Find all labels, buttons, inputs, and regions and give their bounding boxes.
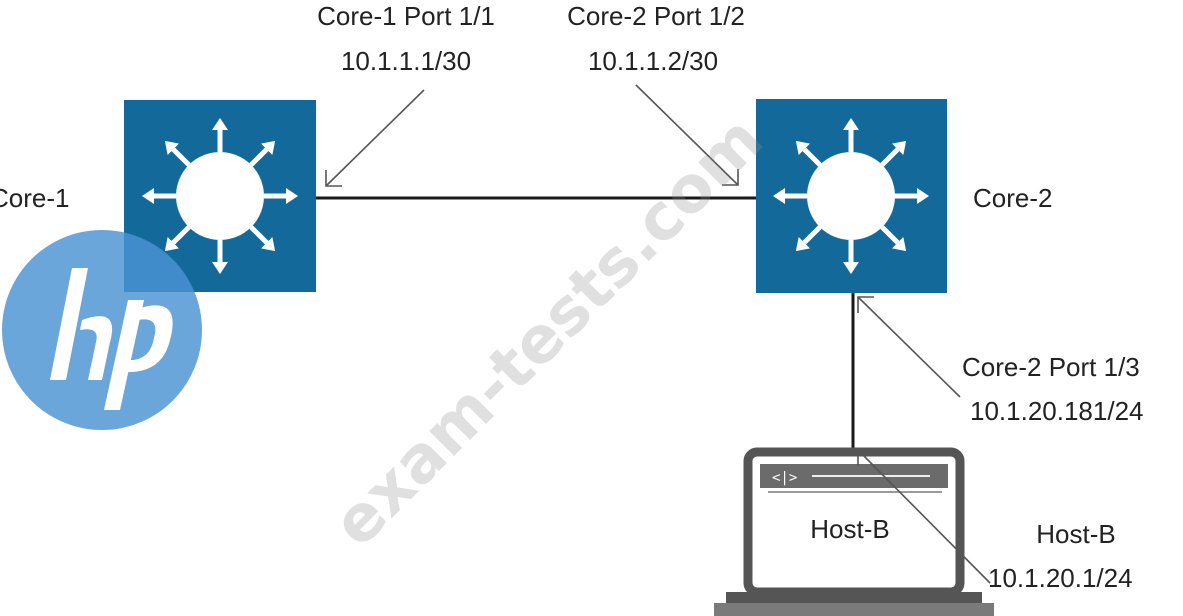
core2-port13-ip: 10.1.20.181/24 (970, 396, 1144, 426)
watermark-text: exam-tests.com (319, 103, 778, 562)
switch-core-circle (807, 152, 895, 240)
core2-switch-icon (756, 99, 947, 293)
switch-arrow-head (843, 262, 859, 274)
switch-arrow-head (773, 188, 785, 204)
host-b-label: Host-B (1036, 519, 1115, 549)
switch-core-circle (176, 152, 264, 240)
core1-switch-icon (124, 100, 316, 292)
switch-arrow-head (286, 188, 298, 204)
switch-arrow-head (892, 140, 907, 155)
switch-arrow-head (892, 237, 907, 252)
switch-arrow-head (164, 237, 179, 252)
switch-arrow-head (917, 188, 929, 204)
core2-port13-label: Core-2 Port 1/3 (962, 352, 1140, 382)
switch-arrow-shaft (802, 147, 822, 167)
switch-arrow-head (142, 188, 154, 204)
switch-arrow-head (261, 140, 276, 155)
pointer-core2-port13 (857, 296, 961, 398)
switch-arrow-head (212, 118, 228, 130)
core1-port-label: Core-1 Port 1/1 (317, 1, 495, 31)
host-b-ip: 10.1.20.1/24 (988, 563, 1133, 593)
pointer-core2-port12 (635, 84, 739, 186)
hp-logo-watermark (2, 230, 202, 430)
core2-port12-ip: 10.1.1.2/30 (588, 46, 718, 76)
switch-arrow-shaft (880, 147, 900, 167)
switch-arrow-head (164, 140, 179, 155)
laptop-icon: <|> (714, 447, 994, 616)
switch-arrow-shaft (802, 225, 822, 245)
switch-arrow-shaft (171, 225, 191, 245)
switch-arrow-shaft (171, 147, 191, 167)
switch-arrow-shaft (249, 147, 269, 167)
pointer-hostb-ip (857, 449, 991, 584)
pointer-core1-port (325, 89, 425, 187)
switch-arrow-head (795, 237, 810, 252)
core1-label: Core-1 (0, 183, 69, 213)
switch-arrow-head (261, 237, 276, 252)
core1-port-ip: 10.1.1.1/30 (341, 46, 471, 76)
core2-port12-label: Core-2 Port 1/2 (567, 1, 745, 31)
switch-arrow-shaft (880, 225, 900, 245)
core2-label: Core-2 (973, 183, 1052, 213)
switch-arrow-head (212, 262, 228, 274)
switch-arrow-head (843, 118, 859, 130)
switch-arrow-shaft (249, 225, 269, 245)
switch-arrow-head (795, 140, 810, 155)
host-b-screen-label: Host-B (810, 514, 889, 544)
svg-text:<|>: <|> (772, 470, 797, 486)
